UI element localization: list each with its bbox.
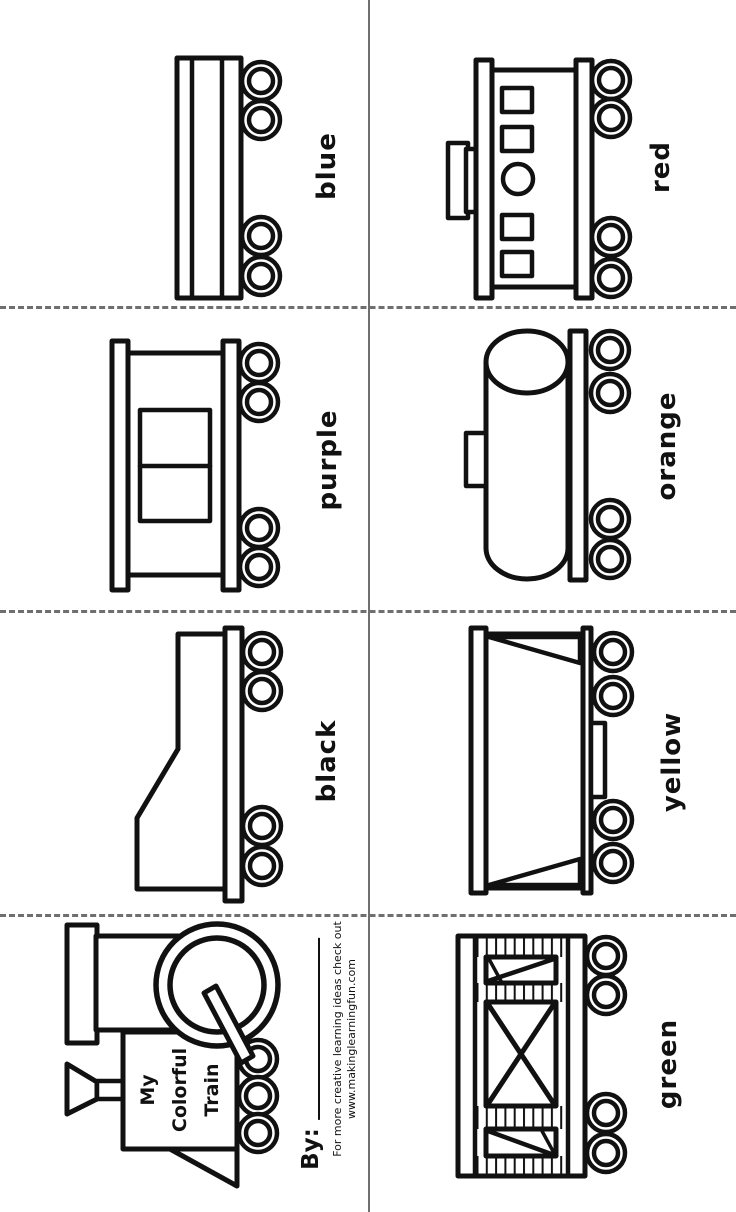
horizontal-cut-line-2 (0, 610, 736, 613)
title-line-1: My (137, 1074, 159, 1106)
by-label: By: (298, 1128, 324, 1170)
color-word-orange: orange (652, 391, 682, 501)
stock-car-wheels (584, 934, 628, 1175)
color-word-blue: blue (312, 132, 342, 200)
color-word-black: black (312, 719, 342, 803)
flat-car-wheels (239, 59, 283, 298)
vertical-cut-line (368, 0, 370, 1212)
credit-line-1: For more creative learning ideas check o… (331, 921, 344, 1157)
coal-tender-wheels (240, 630, 284, 888)
horizontal-cut-line-1 (0, 306, 736, 309)
title-line-3: Train (201, 1063, 223, 1117)
name-blank-line (316, 938, 320, 1121)
color-word-purple: purple (313, 409, 343, 511)
color-word-green: green (653, 1018, 683, 1110)
steam-engine-drawing (64, 921, 281, 1189)
gondola-wheels (591, 630, 635, 885)
flat-car-drawing (174, 55, 283, 301)
title-line-2: Colorful (169, 1047, 191, 1133)
stock-car-drawing (455, 933, 628, 1179)
box-car-wheels (237, 341, 281, 589)
byline: By: (298, 938, 324, 1170)
color-word-yellow: yellow (657, 711, 687, 813)
caboose-wheels (589, 58, 633, 300)
gondola-car-drawing (468, 625, 635, 896)
caboose-windows (499, 85, 536, 279)
box-car-drawing (109, 338, 281, 593)
tank-car-wheels (588, 328, 632, 581)
color-word-red: red (646, 140, 676, 194)
engine-wheels (236, 1037, 280, 1155)
tank-car-drawing (463, 328, 632, 583)
connecting-rod (201, 983, 256, 1066)
booklet-title: My Colorful Train (132, 1048, 228, 1132)
credit-text: For more creative learning ideas check o… (331, 921, 359, 1157)
caboose-car-drawing (445, 57, 633, 301)
credit-line-2: www.makinglearningfun.com (345, 959, 358, 1119)
cowcatcher (167, 1146, 240, 1189)
coal-tender-drawing (134, 625, 284, 904)
smokestack-funnel (64, 1061, 100, 1117)
horizontal-cut-line-3 (0, 914, 736, 917)
